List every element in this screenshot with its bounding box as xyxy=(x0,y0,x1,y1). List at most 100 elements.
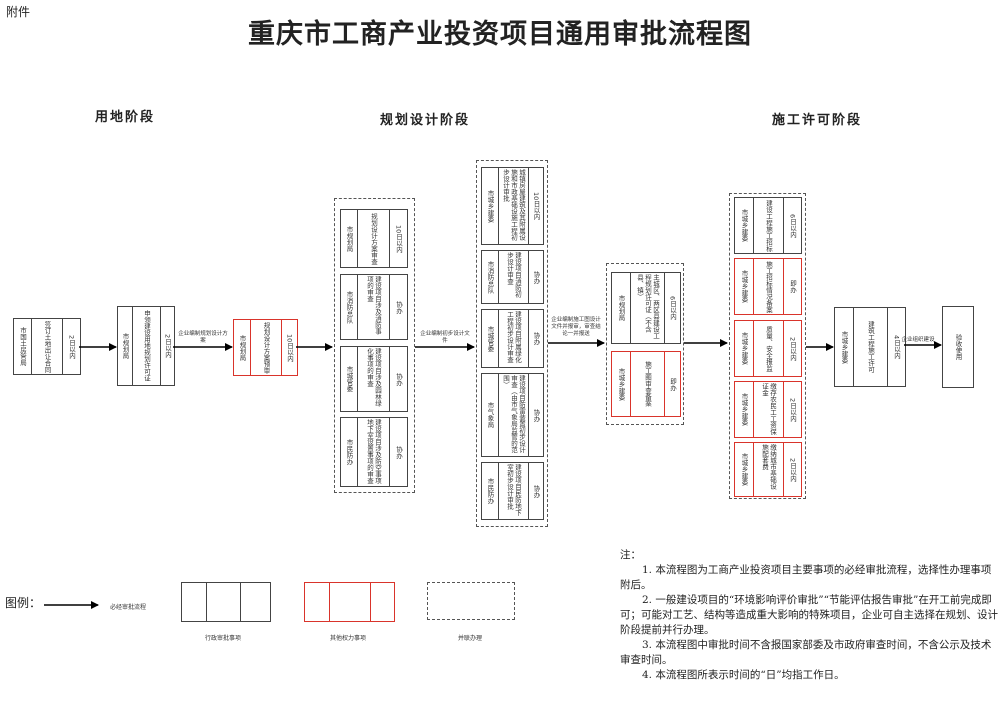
box-time: 即办 xyxy=(783,259,801,314)
box-plan-review[interactable]: 市规划局 规划设计方案审查 10日以内 xyxy=(340,209,408,268)
box-item: 建设项目涉及防空事项地下室设置事项的审查 xyxy=(357,418,389,486)
box-item: 建设项目附属绿化工程初步设计审查 xyxy=(498,310,528,367)
parallel-group-drawing xyxy=(606,263,684,425)
box-prelim-fire[interactable]: 市消防总队 建设项目消防初步设计审查 协办 xyxy=(481,250,544,304)
box-prelim-lightning[interactable]: 市气象局 建设项目防雷装置初步设计审查（由市气象局监管的范围） 协办 xyxy=(481,373,544,457)
box-dept: 市规划局 xyxy=(345,225,353,252)
box-dept: 市城乡建委 xyxy=(617,367,625,401)
box-time: 协办 xyxy=(528,374,543,456)
legend-dashed-box xyxy=(427,582,515,620)
box-item: 规划设计方案审查 xyxy=(357,210,389,267)
box-wage-deposit[interactable]: 市城乡建委 缴存农民工工资保证金 2日以内 xyxy=(734,381,802,438)
box-dept: 市城乡建委 xyxy=(740,270,748,303)
box-dept: 市国土房管局 xyxy=(18,327,27,366)
box-construction-permit[interactable]: 市城乡建委 建筑工程施工许可 4日以内 xyxy=(834,307,906,387)
legend-red-label: 其他权力事项 xyxy=(330,635,367,642)
box-item: 建设项目涉及消防事项的审查 xyxy=(357,275,389,339)
stage-construction: 施工许可阶段 xyxy=(772,113,863,128)
legend-arrow-label: 必经审批流程 xyxy=(110,604,147,611)
box-prelim-civil-defense[interactable]: 市民防办 建设项目民防地下室初步设计审批 协办 xyxy=(481,462,544,520)
attachment-label: 附件 xyxy=(6,5,31,19)
stage-design: 规划设计阶段 xyxy=(380,113,471,128)
box-item: 主城区、两区县建设工程规划许可证（不含县、镇） xyxy=(630,273,664,343)
box-item: 验收使用 xyxy=(954,334,962,360)
box-time: 6日以内 xyxy=(664,273,680,343)
box-planning-permit[interactable]: 市规划局 主城区、两区县建设工程规划许可证（不含县、镇） 6日以内 xyxy=(611,272,681,344)
box-dept: 市城乡建委 xyxy=(740,453,748,486)
box-bidding-record[interactable]: 市城乡建委 施工招标情况备案 即办 xyxy=(734,258,802,315)
box-item: 申领建设用地规划许可证 xyxy=(132,307,160,385)
box-item: 施工招标情况备案 xyxy=(753,259,783,314)
note-3: 3. 本流程图中审批时间不含报国家部委及市政府审查时间，不含公示及技术审查时间。 xyxy=(620,639,992,666)
box-dept: 市消防总队 xyxy=(345,290,353,324)
parallel-group-planning xyxy=(334,198,415,493)
legend-red-box xyxy=(304,582,395,622)
box-land-permit[interactable]: 市规划局 申领建设用地规划许可证 2日以内 xyxy=(117,306,175,386)
box-item: 建筑工程施工许可 xyxy=(853,308,887,386)
box-time: 即办 xyxy=(664,352,680,416)
box-prelim-green[interactable]: 市城管委 建设项目附属绿化工程初步设计审查 协办 xyxy=(481,309,544,368)
box-bidding[interactable]: 市城乡建委 建设工程施工招标 6日以内 xyxy=(734,197,802,254)
box-time: 10日以内 xyxy=(281,320,297,375)
arrow-label-1: 企业编制规划设计方案 xyxy=(178,331,228,344)
box-item: 施工图审查备案 xyxy=(630,352,664,416)
legend-black-box xyxy=(181,582,271,622)
legend-black-label: 行政审批事项 xyxy=(205,635,242,642)
arrow-label-2: 企业编制初步设计文件 xyxy=(420,331,470,344)
arrow-label-3: 企业编制施工图设计文件并报审，审查结论一并报送 xyxy=(551,317,601,337)
page-title: 重庆市工商产业投资项目通用审批流程图 xyxy=(248,19,752,50)
legend-dashed-label: 并联办理 xyxy=(458,635,483,642)
box-dept: 市规划局 xyxy=(121,333,129,359)
box-time: 2日以内 xyxy=(160,307,174,385)
box-time: 协办 xyxy=(389,275,407,339)
box-time: 6日以内 xyxy=(783,198,801,253)
note-2: 2. 一般建设项目的“环境影响评价审批”“节能评估报告审批”在开工前完成即可；可… xyxy=(620,594,998,636)
box-dept: 市民防办 xyxy=(345,439,353,465)
box-plan-green[interactable]: 市城管委 建设项目涉及园林绿化事项的审查 协办 xyxy=(340,346,408,412)
box-dept: 市规划局 xyxy=(238,334,246,361)
box-time: 协办 xyxy=(389,418,407,486)
box-dept: 市城管委 xyxy=(345,366,353,392)
box-item: 建设项目涉及园林绿化事项的审查 xyxy=(357,347,389,411)
parallel-group-preliminary-design xyxy=(476,160,548,527)
box-dept: 市城乡建委 xyxy=(486,189,494,223)
box-item: 城镇房屋建筑及其附属设施和市政基础设施工程初步设计审批 xyxy=(498,168,528,244)
stage-land: 用地阶段 xyxy=(95,110,156,125)
box-item: 签订土地出让合同 xyxy=(31,319,62,374)
box-item: 建设项目防雷装置初步设计审查（由市气象局监管的范围） xyxy=(498,374,528,456)
arrow-label-4: 企业组织建设 xyxy=(901,337,935,343)
box-time: 4日以内 xyxy=(887,308,905,386)
box-time: 2日以内 xyxy=(783,321,801,376)
box-time: 2日以内 xyxy=(783,443,801,496)
box-drawing-review[interactable]: 市城乡建委 施工图审查备案 即办 xyxy=(611,351,681,417)
box-item: 建设工程施工招标 xyxy=(753,198,783,253)
box-time: 协办 xyxy=(528,310,543,367)
legend-title: 图例： xyxy=(5,596,42,610)
box-dept: 市城乡建委 xyxy=(840,330,848,364)
box-time: 10日以内 xyxy=(528,168,543,244)
box-plan-fire[interactable]: 市消防总队 建设项目涉及消防事项的审查 协办 xyxy=(340,274,408,340)
box-item: 建设项目消防初步设计审查 xyxy=(498,251,528,303)
box-item: 缴存农民工工资保证金 xyxy=(753,382,783,437)
box-dept: 市消防总队 xyxy=(486,260,494,294)
box-item: 规划设计方案预审 xyxy=(250,320,281,375)
box-quality-safety[interactable]: 市城乡建委 质量、安全报监 2日以内 xyxy=(734,320,802,377)
box-dept: 市城乡建委 xyxy=(740,332,748,365)
box-time: 2日以内 xyxy=(62,319,80,374)
box-item: 缴纳城市基础设施配套费 xyxy=(753,443,783,496)
box-land-contract[interactable]: 市国土房管局 签订土地出让合同 2日以内 xyxy=(13,318,81,375)
box-dept: 市民防办 xyxy=(486,478,494,504)
notes-heading: 注： xyxy=(620,549,641,561)
box-dept: 市城管委 xyxy=(486,325,494,352)
box-dept: 市城乡建委 xyxy=(740,393,748,426)
box-item: 质量、安全报监 xyxy=(753,321,783,376)
box-infrastructure-fee[interactable]: 市城乡建委 缴纳城市基础设施配套费 2日以内 xyxy=(734,442,802,497)
box-time: 协办 xyxy=(528,251,543,303)
box-time: 协办 xyxy=(528,463,543,519)
box-prelim-construction[interactable]: 市城乡建委 城镇房屋建筑及其附属设施和市政基础设施工程初步设计审批 10日以内 xyxy=(481,167,544,245)
box-plan-civil-defense[interactable]: 市民防办 建设项目涉及防空事项地下室设置事项的审查 协办 xyxy=(340,417,408,487)
box-acceptance[interactable]: 验收使用 xyxy=(942,306,974,388)
box-item: 建设项目民防地下室初步设计审批 xyxy=(498,463,528,519)
notes: 注： 1. 本流程图为工商产业投资项目主要事项的必经审批流程，选择性办理事项附后… xyxy=(620,548,998,683)
